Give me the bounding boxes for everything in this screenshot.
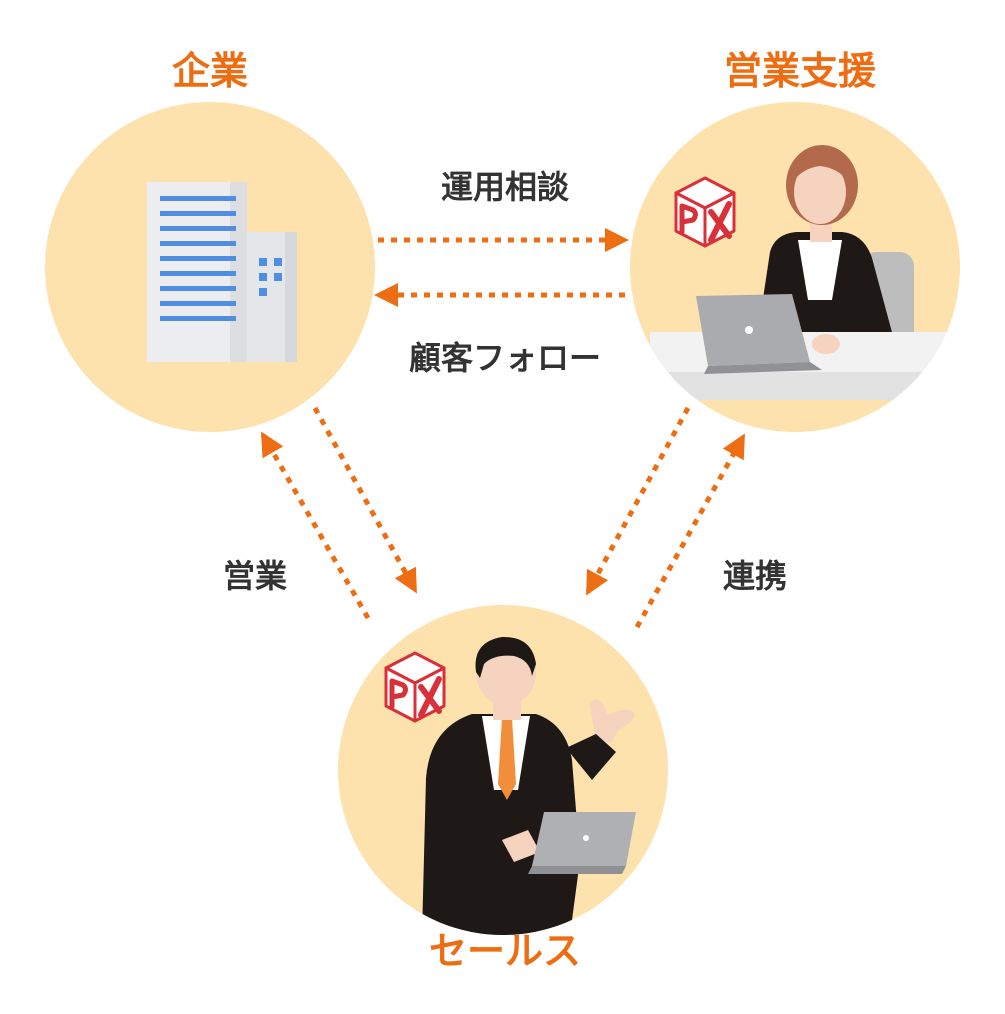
- company-title: 企業: [171, 49, 248, 93]
- customer-follow-label: 顧客フォロー: [408, 339, 601, 377]
- sales-title: セールス: [428, 929, 581, 973]
- sales-support-title: 営業支援: [723, 49, 876, 93]
- collaboration-label: 連携: [722, 557, 787, 595]
- office-building-icon: [147, 182, 297, 362]
- sales-activity-label: 営業: [222, 557, 287, 595]
- arrow-company-to-sales: [312, 406, 418, 594]
- px-cube-logo: [674, 176, 736, 248]
- operation-consultation-label: 運用相談: [440, 168, 569, 206]
- salesman-with-laptop-icon: [422, 636, 636, 935]
- px-cube-logo: [384, 651, 446, 723]
- arrow-support-to-sales: [585, 406, 691, 596]
- arrow-sales-to-support: [634, 433, 746, 629]
- woman-at-desk-icon: [650, 145, 955, 400]
- arrow-sales-to-company: [260, 431, 371, 620]
